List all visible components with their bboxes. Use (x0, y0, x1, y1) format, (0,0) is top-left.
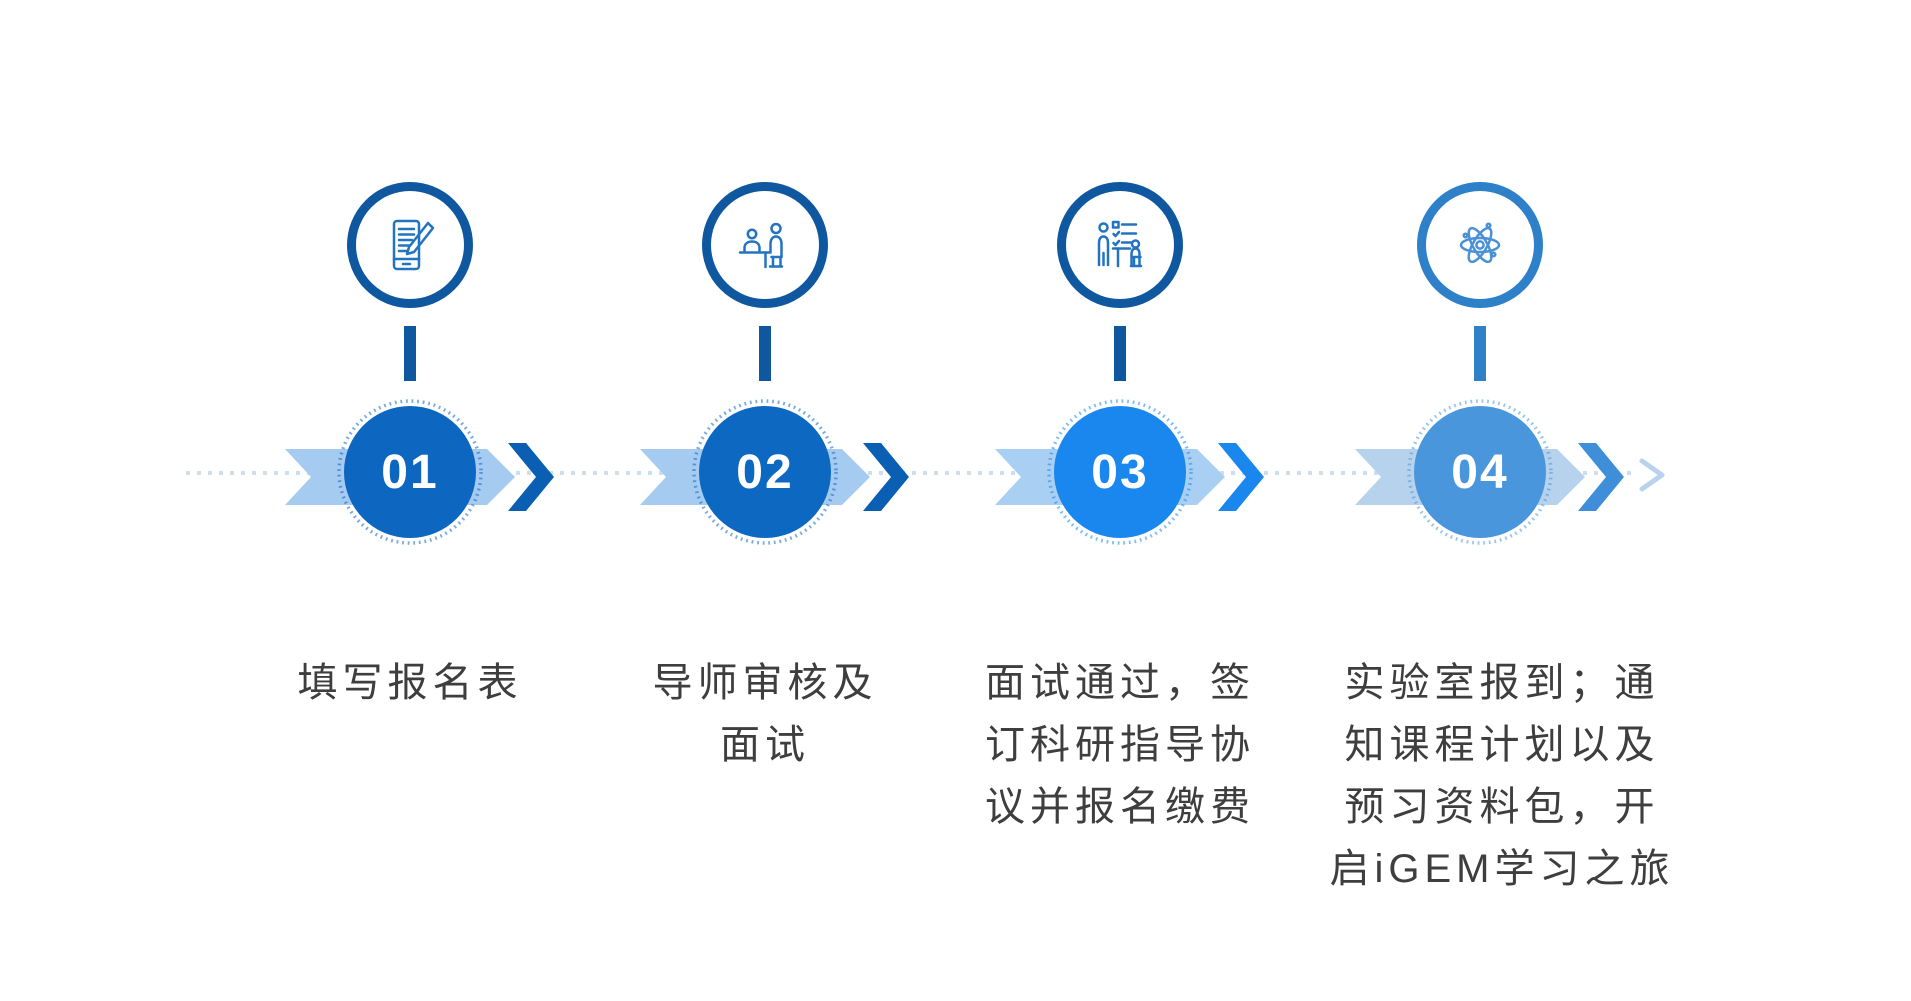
step-icon-circle (702, 182, 828, 308)
step-number: 02 (736, 445, 794, 499)
step-label: 实验室报到；通知课程计划以及预习资料包，开启iGEM学习之旅 (1297, 652, 1707, 900)
connector-line (404, 326, 416, 381)
step-number: 03 (1091, 445, 1149, 499)
number-dotted-ring (337, 399, 483, 545)
step-label-line: 填写报名表 (297, 661, 523, 705)
number-dotted-ring (692, 399, 838, 545)
timeline-dotted-line (186, 471, 1634, 475)
step-label-line: 面试 (720, 723, 810, 767)
step-number-badge: 04 (1414, 406, 1546, 538)
number-dotted-ring (1407, 399, 1553, 545)
step-label-line: 预习资料包，开 (1344, 785, 1660, 829)
step-label-line: 实验室报到；通 (1344, 661, 1660, 705)
step-label-line: 议并报名缴费 (985, 785, 1255, 829)
step-number-badge: 02 (699, 406, 831, 538)
number-dotted-ring (1047, 399, 1193, 545)
step-label-line: 启iGEM学习之旅 (1329, 847, 1675, 891)
connector-line (1114, 326, 1126, 381)
step-label-line: 导师审核及 (652, 661, 878, 705)
agreement-checklist-icon (1088, 213, 1152, 277)
step-label-line: 面试通过，签 (985, 661, 1255, 705)
form-pencil-icon (378, 213, 442, 277)
atom-icon (1448, 213, 1512, 277)
step-label-line: 知课程计划以及 (1344, 723, 1660, 767)
step-icon-circle (347, 182, 473, 308)
step-label: 导师审核及面试 (560, 652, 970, 776)
connector-line (1474, 326, 1486, 381)
step-icon-circle (1057, 182, 1183, 308)
step-label: 填写报名表 (205, 652, 615, 714)
connector-line (759, 326, 771, 381)
step-number-badge: 03 (1054, 406, 1186, 538)
step-number: 04 (1451, 445, 1509, 499)
flow-end-arrow-icon (1639, 458, 1665, 492)
step-label-line: 订科研指导协 (985, 723, 1255, 767)
step-number: 01 (381, 445, 439, 499)
step-icon-circle (1417, 182, 1543, 308)
step-label: 面试通过，签订科研指导协议并报名缴费 (915, 652, 1325, 838)
step-number-badge: 01 (344, 406, 476, 538)
interview-desk-icon (733, 213, 797, 277)
